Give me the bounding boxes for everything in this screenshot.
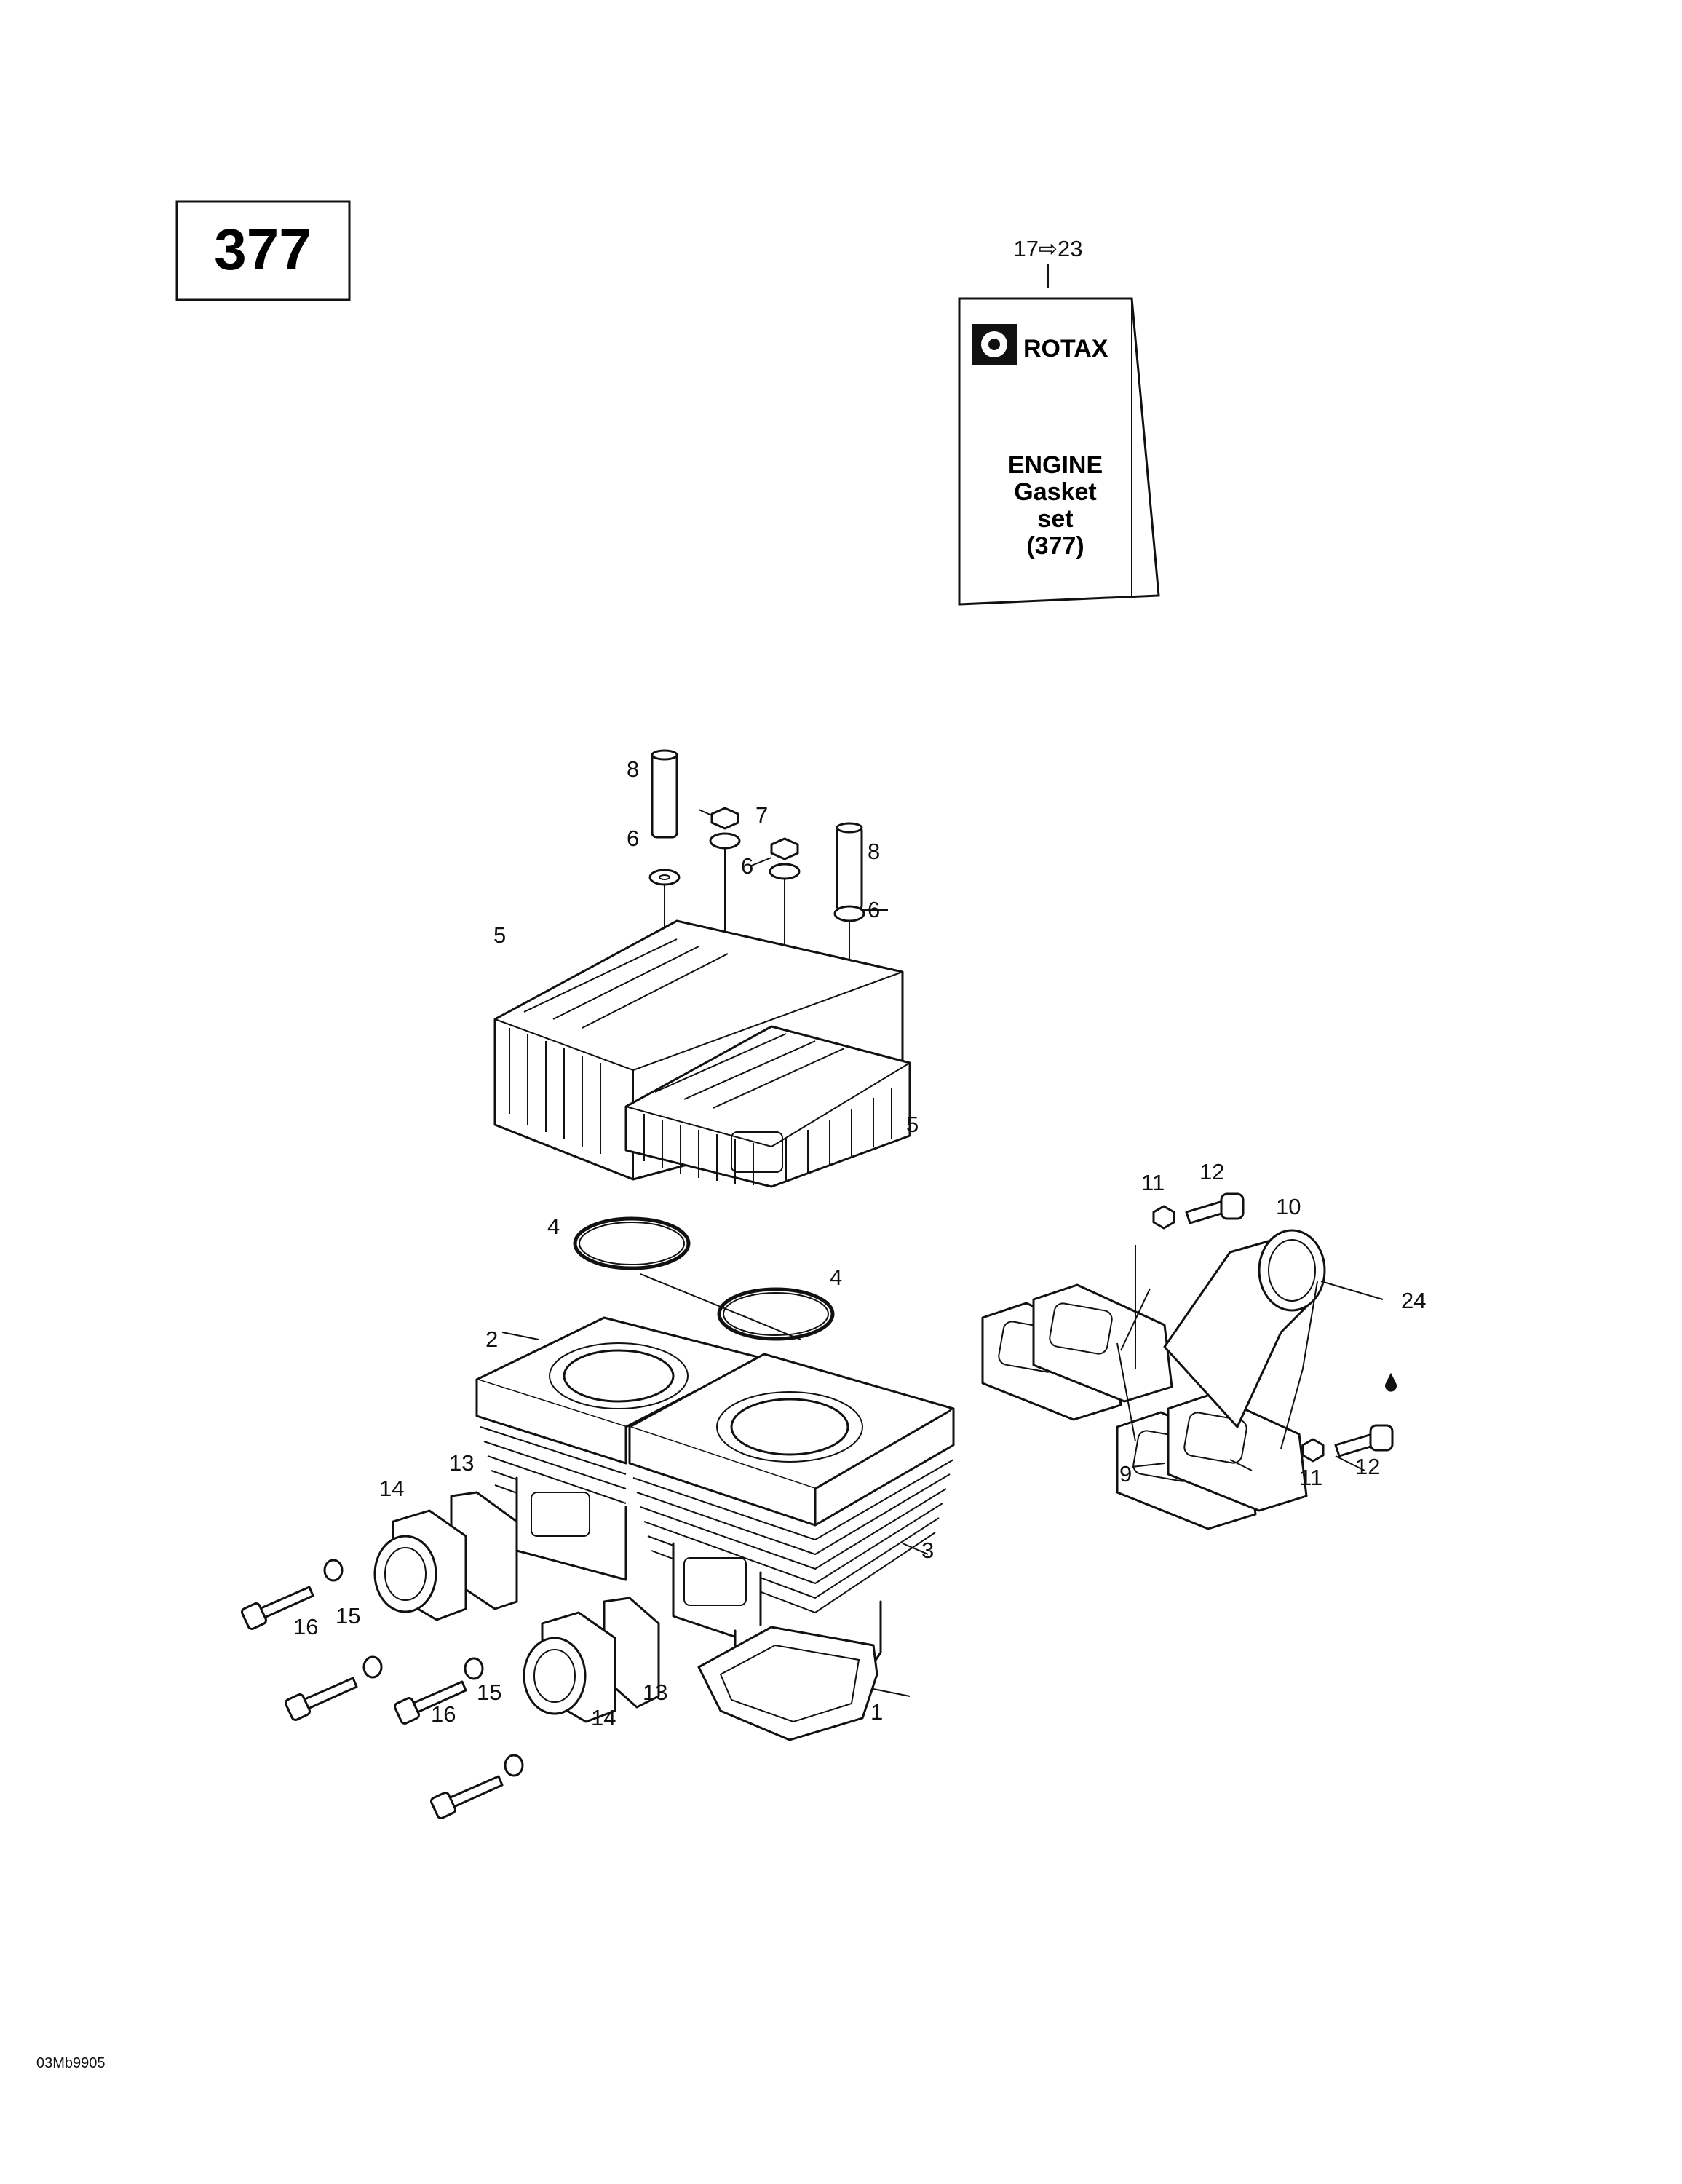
cylinder-heads <box>493 919 911 1188</box>
callout-11-bottom: 11 <box>1299 1465 1322 1490</box>
callout-13-top: 13 <box>449 1450 474 1476</box>
washer-mid <box>709 832 741 850</box>
callout-7: 7 <box>755 802 768 828</box>
stud-right <box>836 825 863 911</box>
base-gasket <box>697 1626 878 1741</box>
callout-6-right: 6 <box>868 897 880 922</box>
callout-4-right: 4 <box>830 1265 842 1290</box>
callout-14-top: 14 <box>379 1476 404 1501</box>
callout-11-top: 11 <box>1141 1170 1165 1195</box>
callout-4-left: 4 <box>547 1214 560 1239</box>
stud-left <box>651 752 678 839</box>
callout-2: 2 <box>485 1326 498 1352</box>
callout-12-bottom: 12 <box>1355 1454 1380 1479</box>
kit-line-4: (377) <box>1026 532 1084 560</box>
o-rings <box>573 1216 835 1341</box>
callout-6-left: 6 <box>627 826 639 851</box>
callout-24: 24 <box>1401 1288 1426 1313</box>
footer-code: 03Mb9905 <box>36 2055 106 2071</box>
callout-6-mid: 6 <box>741 853 753 879</box>
callout-14-bottom: 14 <box>591 1705 616 1730</box>
kit-reference: 17⇨23 <box>1014 236 1083 261</box>
washer-right <box>833 905 865 922</box>
callout-13-bottom: 13 <box>643 1679 667 1705</box>
intake-flanges <box>373 1491 660 1723</box>
brand-name: ROTAX <box>1023 335 1108 363</box>
engine-number-box: 377 <box>175 200 351 301</box>
callout-9: 9 <box>1119 1461 1132 1487</box>
callouts: 8 7 6 6 8 6 5 5 4 4 2 3 1 13 13 14 14 15… <box>293 756 1426 1730</box>
callout-5-left: 5 <box>493 922 506 948</box>
callout-16-top: 16 <box>293 1614 318 1639</box>
callout-16-bottom: 16 <box>431 1701 456 1727</box>
grease-icon <box>1385 1372 1397 1392</box>
head-fasteners <box>648 749 865 1001</box>
intake-screws <box>241 1559 524 1819</box>
callout-10: 10 <box>1276 1194 1301 1219</box>
rotax-logo-icon <box>972 324 1017 365</box>
engine-number: 377 <box>214 217 311 282</box>
callout-15-top: 15 <box>336 1603 360 1629</box>
callout-1: 1 <box>870 1699 883 1725</box>
callout-5-right: 5 <box>906 1112 919 1137</box>
exhaust-manifold <box>981 1229 1326 1530</box>
kit-line-2: Gasket <box>1014 478 1096 506</box>
kit-line-1: ENGINE <box>1008 451 1103 479</box>
callout-3: 3 <box>921 1538 934 1563</box>
washer-left <box>648 869 681 886</box>
manifold-fasteners <box>1152 1192 1397 1463</box>
kit-line-3: set <box>1037 505 1073 533</box>
gasket-kit: 17⇨23 ROTAX ENGINE Gasket set (377) <box>958 236 1160 606</box>
cylinders <box>475 1316 955 1698</box>
callout-12-top: 12 <box>1199 1159 1224 1184</box>
nut-upper <box>710 807 739 830</box>
leader-lines <box>501 809 1365 1697</box>
callout-8-left: 8 <box>627 756 639 782</box>
washer-mid-2 <box>769 863 801 880</box>
callout-8-right: 8 <box>868 839 880 864</box>
nut-lower <box>770 837 799 860</box>
callout-15-bottom: 15 <box>477 1679 501 1705</box>
